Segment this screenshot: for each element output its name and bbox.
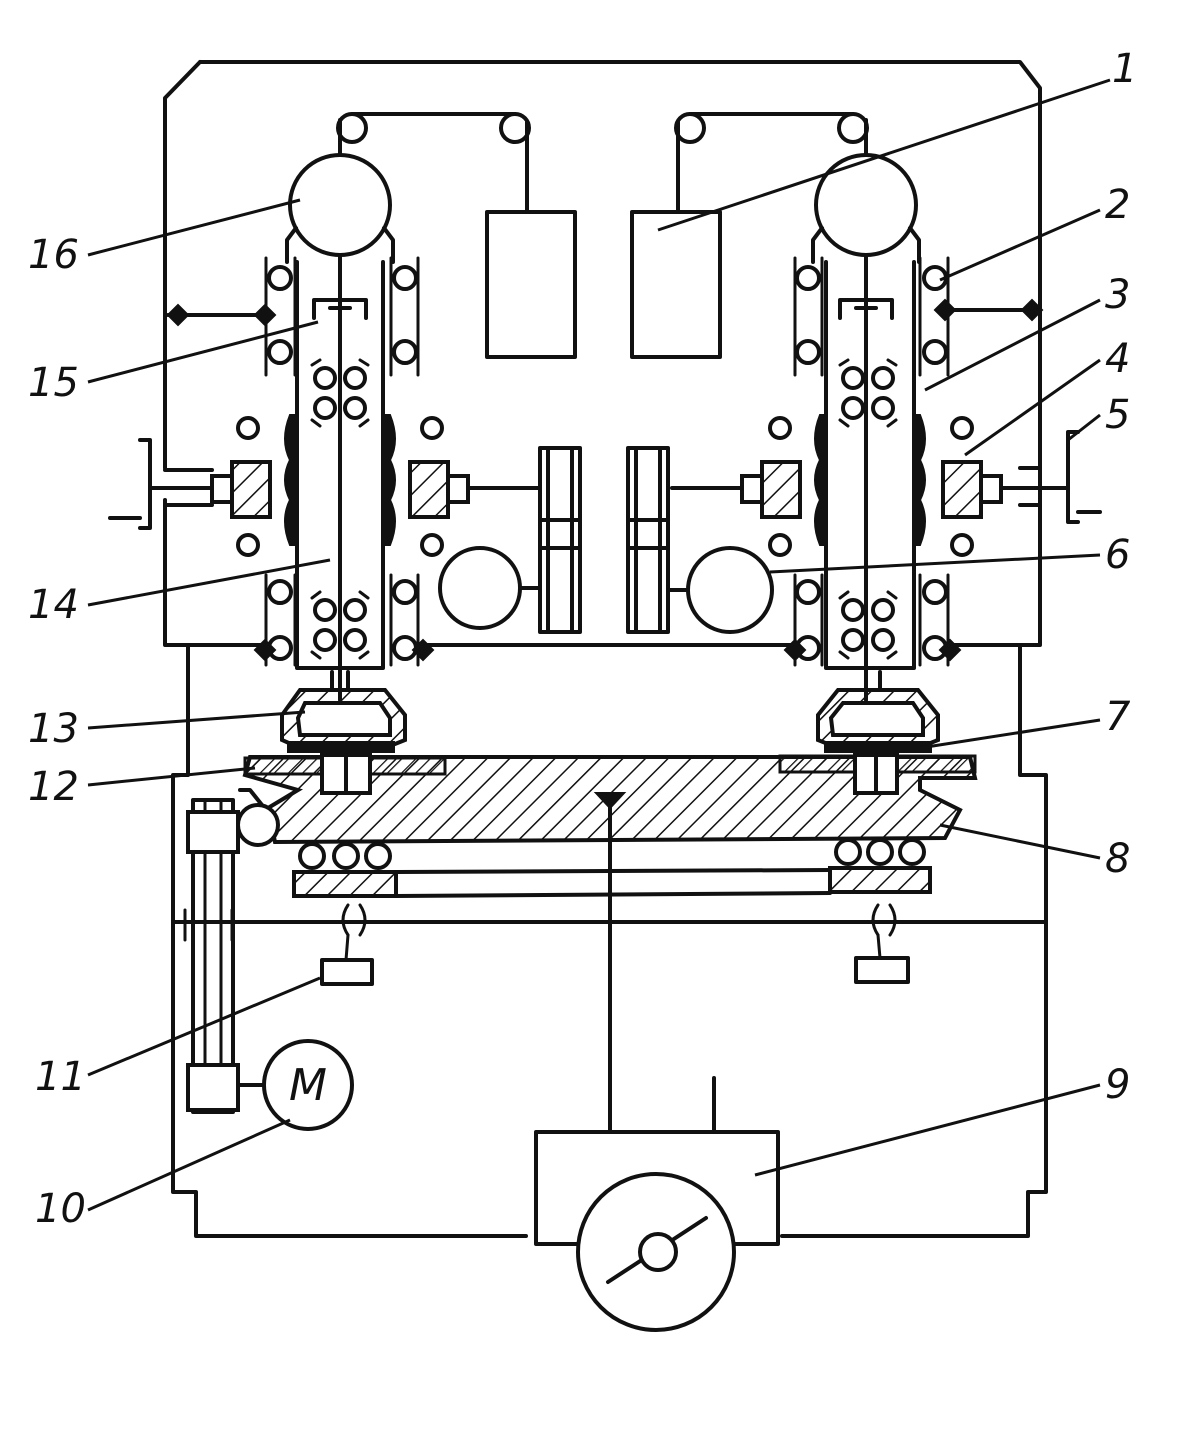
table-bearings [292,838,932,898]
left-counterweight [485,210,577,359]
label-14: 14 [28,582,79,628]
left-guide-rollers [264,256,420,667]
left-limit-block [320,958,374,986]
part-labels: 1 2 3 4 5 6 7 8 9 10 11 12 13 14 15 16 [28,46,1137,1232]
label-11: 11 [35,1054,86,1100]
label-16: 16 [28,232,79,278]
indicator-unit [534,1076,780,1332]
right-spindle-unit [740,153,1102,702]
label-5: 5 [1105,392,1130,438]
label-13: 13 [28,706,79,752]
label-4: 4 [1105,336,1130,382]
leader-lines [87,78,1111,1212]
label-8: 8 [1105,836,1130,882]
right-limit-block [854,956,910,984]
drive-shaft [173,903,1048,986]
right-cylinder [686,546,774,634]
label-6: 6 [1105,532,1130,578]
left-grinding-head [280,670,407,753]
label-2: 2 [1105,182,1130,228]
left-handwheel[interactable] [108,438,214,530]
left-spindle-unit [108,153,470,702]
right-counterweight [630,210,722,359]
label-10: 10 [35,1186,86,1232]
right-clamp-right [941,460,983,519]
label-3: 3 [1105,272,1130,318]
label-15: 15 [28,360,79,406]
motor-symbol: M [289,1060,327,1111]
left-clamp-left [230,460,272,519]
left-clamp-right [408,460,450,519]
left-cylinder [438,546,522,630]
left-drum [288,153,392,257]
center-mechanism [438,446,774,634]
belt-drive: M [186,798,354,1131]
right-handwheel[interactable] [999,430,1102,524]
label-9: 9 [1105,1062,1130,1108]
motor [262,1039,354,1131]
label-7: 7 [1105,694,1131,740]
right-clamp-left [760,460,802,519]
right-grinding-head [816,670,940,753]
label-12: 12 [28,764,79,810]
right-guide-rollers [793,256,950,667]
label-1: 1 [1112,46,1137,92]
right-drum [814,153,918,257]
